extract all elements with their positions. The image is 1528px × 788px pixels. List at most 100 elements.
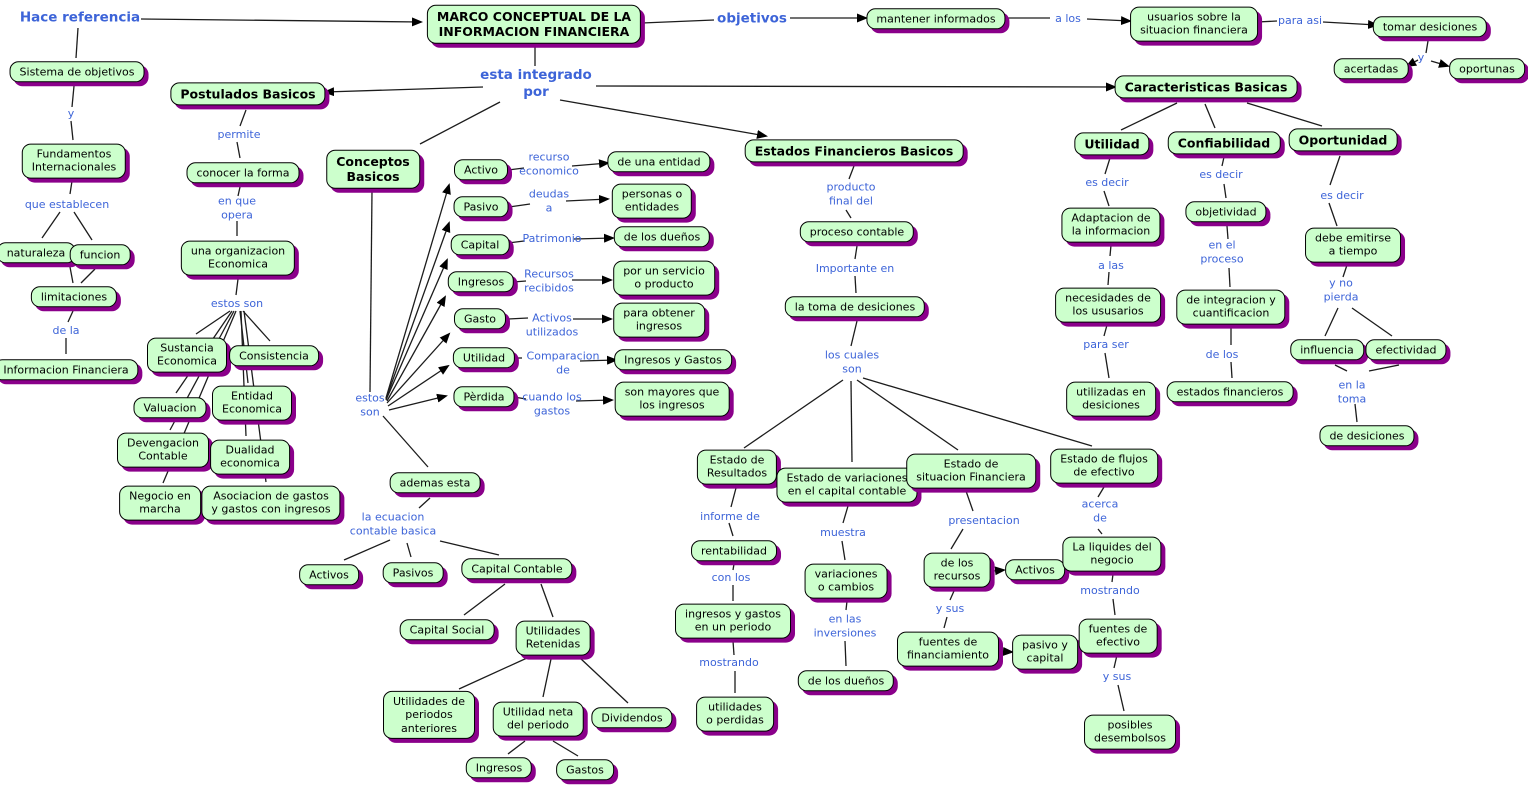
node-postulados-basicos[interactable]: Postulados Basicos <box>170 82 326 106</box>
node-sistema-objetivos[interactable]: Sistema de objetivos <box>9 61 145 83</box>
node-negocio-en-marcha[interactable]: Negocio en marcha <box>119 485 201 521</box>
node-variaciones-o-cambios[interactable]: variaciones o cambios <box>804 563 888 599</box>
node-efectividad[interactable]: efectividad <box>1365 339 1447 361</box>
node-de-desiciones[interactable]: de desiciones <box>1319 425 1415 447</box>
node-caracteristicas-basicas[interactable]: Caracteristicas Basicas <box>1114 75 1298 99</box>
node-objetividad[interactable]: objetividad <box>1185 201 1267 223</box>
node-capital-contable[interactable]: Capital Contable <box>461 558 573 580</box>
node-de-una-entidad[interactable]: de una entidad <box>607 151 711 173</box>
node-ingresos-bottom[interactable]: Ingresos <box>465 757 533 779</box>
node-influencia[interactable]: influencia <box>1290 339 1364 361</box>
connector-line <box>323 86 484 97</box>
node-estados-financieros-min[interactable]: estados financieros <box>1166 381 1294 403</box>
node-acertadas[interactable]: acertadas <box>1333 58 1409 80</box>
node-ingresos-concepto[interactable]: Ingresos <box>447 271 515 293</box>
node-estados-financieros-basicos[interactable]: Estados Financieros Basicos <box>744 139 964 163</box>
node-fundamentos-internacionales[interactable]: Fundamentos Internacionales <box>21 143 127 179</box>
connector-line <box>1204 103 1216 129</box>
node-fuentes-efectivo[interactable]: fuentes de efectivo <box>1078 618 1158 654</box>
node-capital-social[interactable]: Capital Social <box>399 619 495 641</box>
node-oportunidad[interactable]: Oportunidad <box>1288 128 1398 152</box>
node-ademas-esta[interactable]: ademas esta <box>389 472 481 494</box>
node-sustancia-economica[interactable]: Sustancia Economica <box>147 337 227 373</box>
connector-line <box>743 379 844 449</box>
node-ingresos-y-gastos[interactable]: Ingresos y Gastos <box>614 349 732 371</box>
node-utilidad-neta-periodo[interactable]: Utilidad neta del periodo <box>492 701 584 737</box>
node-fuentes-financiamiento[interactable]: fuentes de financiamiento <box>896 631 1000 667</box>
node-estado-de-resultados[interactable]: Estado de Resultados <box>696 449 778 485</box>
connector-line <box>1111 573 1114 583</box>
node-estado-flujos-efectivo[interactable]: Estado de flujos de efectivo <box>1050 448 1158 484</box>
node-utilidades-retenidas[interactable]: Utilidades Retenidas <box>515 620 591 656</box>
node-mantener-informados[interactable]: mantener informados <box>866 8 1006 30</box>
node-debe-emitirse[interactable]: debe emitirse a tiempo <box>1305 227 1401 263</box>
node-marco-conceptual[interactable]: MARCO CONCEPTUAL DE LA INFORMACION FINAN… <box>426 4 642 44</box>
node-proceso-contable[interactable]: proceso contable <box>799 221 915 243</box>
link-label-y-desiciones: y <box>1417 51 1425 65</box>
connector-line <box>1322 20 1379 29</box>
node-naturaleza[interactable]: naturaleza <box>0 242 76 264</box>
node-liquides-negocio[interactable]: La liquides del negocio <box>1062 536 1162 572</box>
node-ingresos-gastos-periodo[interactable]: ingresos y gastos en un periodo <box>675 603 791 639</box>
node-activos-recursos[interactable]: Activos <box>1005 559 1065 581</box>
node-utilidades-periodos-anteriores[interactable]: Utilidades de periodos anteriores <box>383 690 475 740</box>
connector-line <box>1368 364 1400 372</box>
node-confiabilidad[interactable]: Confiabilidad <box>1167 131 1281 155</box>
node-activo[interactable]: Activo <box>454 159 508 181</box>
connector-line <box>1246 102 1323 127</box>
connector-line <box>1223 183 1227 199</box>
node-dualidad-economica[interactable]: Dualidad economica <box>210 439 290 475</box>
node-toma-de-desiciones[interactable]: la toma de desiciones <box>784 296 926 318</box>
node-consistencia[interactable]: Consistencia <box>229 345 319 367</box>
node-posibles-desembolsos[interactable]: posibles desembolsos <box>1084 714 1176 750</box>
node-entidad-economica[interactable]: Entidad Economica <box>212 385 292 421</box>
node-asociacion-gastos[interactable]: Asociacion de gastos y gastos con ingres… <box>201 485 341 521</box>
node-perdida[interactable]: Pèrdida <box>453 386 515 408</box>
connector-line <box>728 522 734 537</box>
node-son-mayores[interactable]: son mayores que los ingresos <box>614 381 730 417</box>
node-pasivo[interactable]: Pasivo <box>453 196 509 218</box>
node-funcion[interactable]: funcion <box>69 244 131 266</box>
node-adaptacion-informacion[interactable]: Adaptacion de la informacion <box>1061 207 1161 243</box>
node-utilidad-caracteristica[interactable]: Utilidad <box>1074 132 1150 156</box>
node-utilidades-o-perdidas[interactable]: utilidades o perdidas <box>696 696 774 732</box>
node-estado-situacion-financiera[interactable]: Estado de situacion Financiera <box>906 453 1036 489</box>
node-pasivos-ecuacion[interactable]: Pasivos <box>382 562 444 584</box>
link-label-de-los-confiabilidad: de los <box>1205 348 1239 362</box>
node-devengacion-contable[interactable]: Devengacion Contable <box>116 432 210 468</box>
node-conocer-la-forma[interactable]: conocer la forma <box>186 162 300 184</box>
connector-line <box>571 159 610 169</box>
connector-line <box>343 539 391 561</box>
connector-line <box>385 221 451 400</box>
node-gastos-bottom[interactable]: Gastos <box>556 759 614 781</box>
node-activos-ecuacion[interactable]: Activos <box>299 564 359 586</box>
node-dividendos[interactable]: Dividendos <box>591 707 673 729</box>
node-informacion-financiera[interactable]: Informacion Financiera <box>0 359 139 381</box>
node-integracion-cuantificacion[interactable]: de integracion y cuantificacion <box>1176 289 1286 325</box>
node-personas-o-entidades[interactable]: personas o entidades <box>611 183 693 219</box>
node-utilizadas-en-desiciones[interactable]: utilizadas en desiciones <box>1066 381 1156 417</box>
node-tomar-desiciones[interactable]: tomar desiciones <box>1372 16 1488 38</box>
connector-line <box>1430 59 1450 68</box>
node-gasto[interactable]: Gasto <box>453 308 507 330</box>
node-oportunas[interactable]: oportunas <box>1449 58 1525 80</box>
node-necesidades-usuarios[interactable]: necesidades de los ususarios <box>1055 287 1161 323</box>
node-capital[interactable]: Capital <box>450 234 510 256</box>
node-limitaciones[interactable]: limitaciones <box>30 286 118 308</box>
node-estado-de-variaciones[interactable]: Estado de variaciones en el capital cont… <box>776 467 918 503</box>
node-para-obtener-ingresos[interactable]: para obtener ingresos <box>613 302 705 338</box>
link-label-es-decir-oportunidad: es decir <box>1320 189 1364 203</box>
node-por-un-servicio[interactable]: por un servicio o producto <box>613 260 715 296</box>
node-de-los-duenos-2[interactable]: de los dueños <box>797 670 895 692</box>
node-organizacion-economica[interactable]: una organizacion Economica <box>180 240 296 276</box>
connector-line <box>965 490 974 512</box>
node-conceptos-basicos[interactable]: Conceptos Basicos <box>326 149 420 189</box>
node-de-los-duenos-1[interactable]: de los dueños <box>613 226 711 248</box>
node-rentabilidad[interactable]: rentabilidad <box>691 540 777 562</box>
connector-line <box>70 120 74 141</box>
node-de-los-recursos[interactable]: de los recursos <box>923 552 991 588</box>
node-valuacion[interactable]: Valuacion <box>133 397 207 419</box>
node-pasivo-y-capital[interactable]: pasivo y capital <box>1012 634 1078 670</box>
node-usuarios-situacion[interactable]: usuarios sobre la situacion financiera <box>1130 6 1258 42</box>
node-utilidad-concepto[interactable]: Utilidad <box>452 347 516 369</box>
